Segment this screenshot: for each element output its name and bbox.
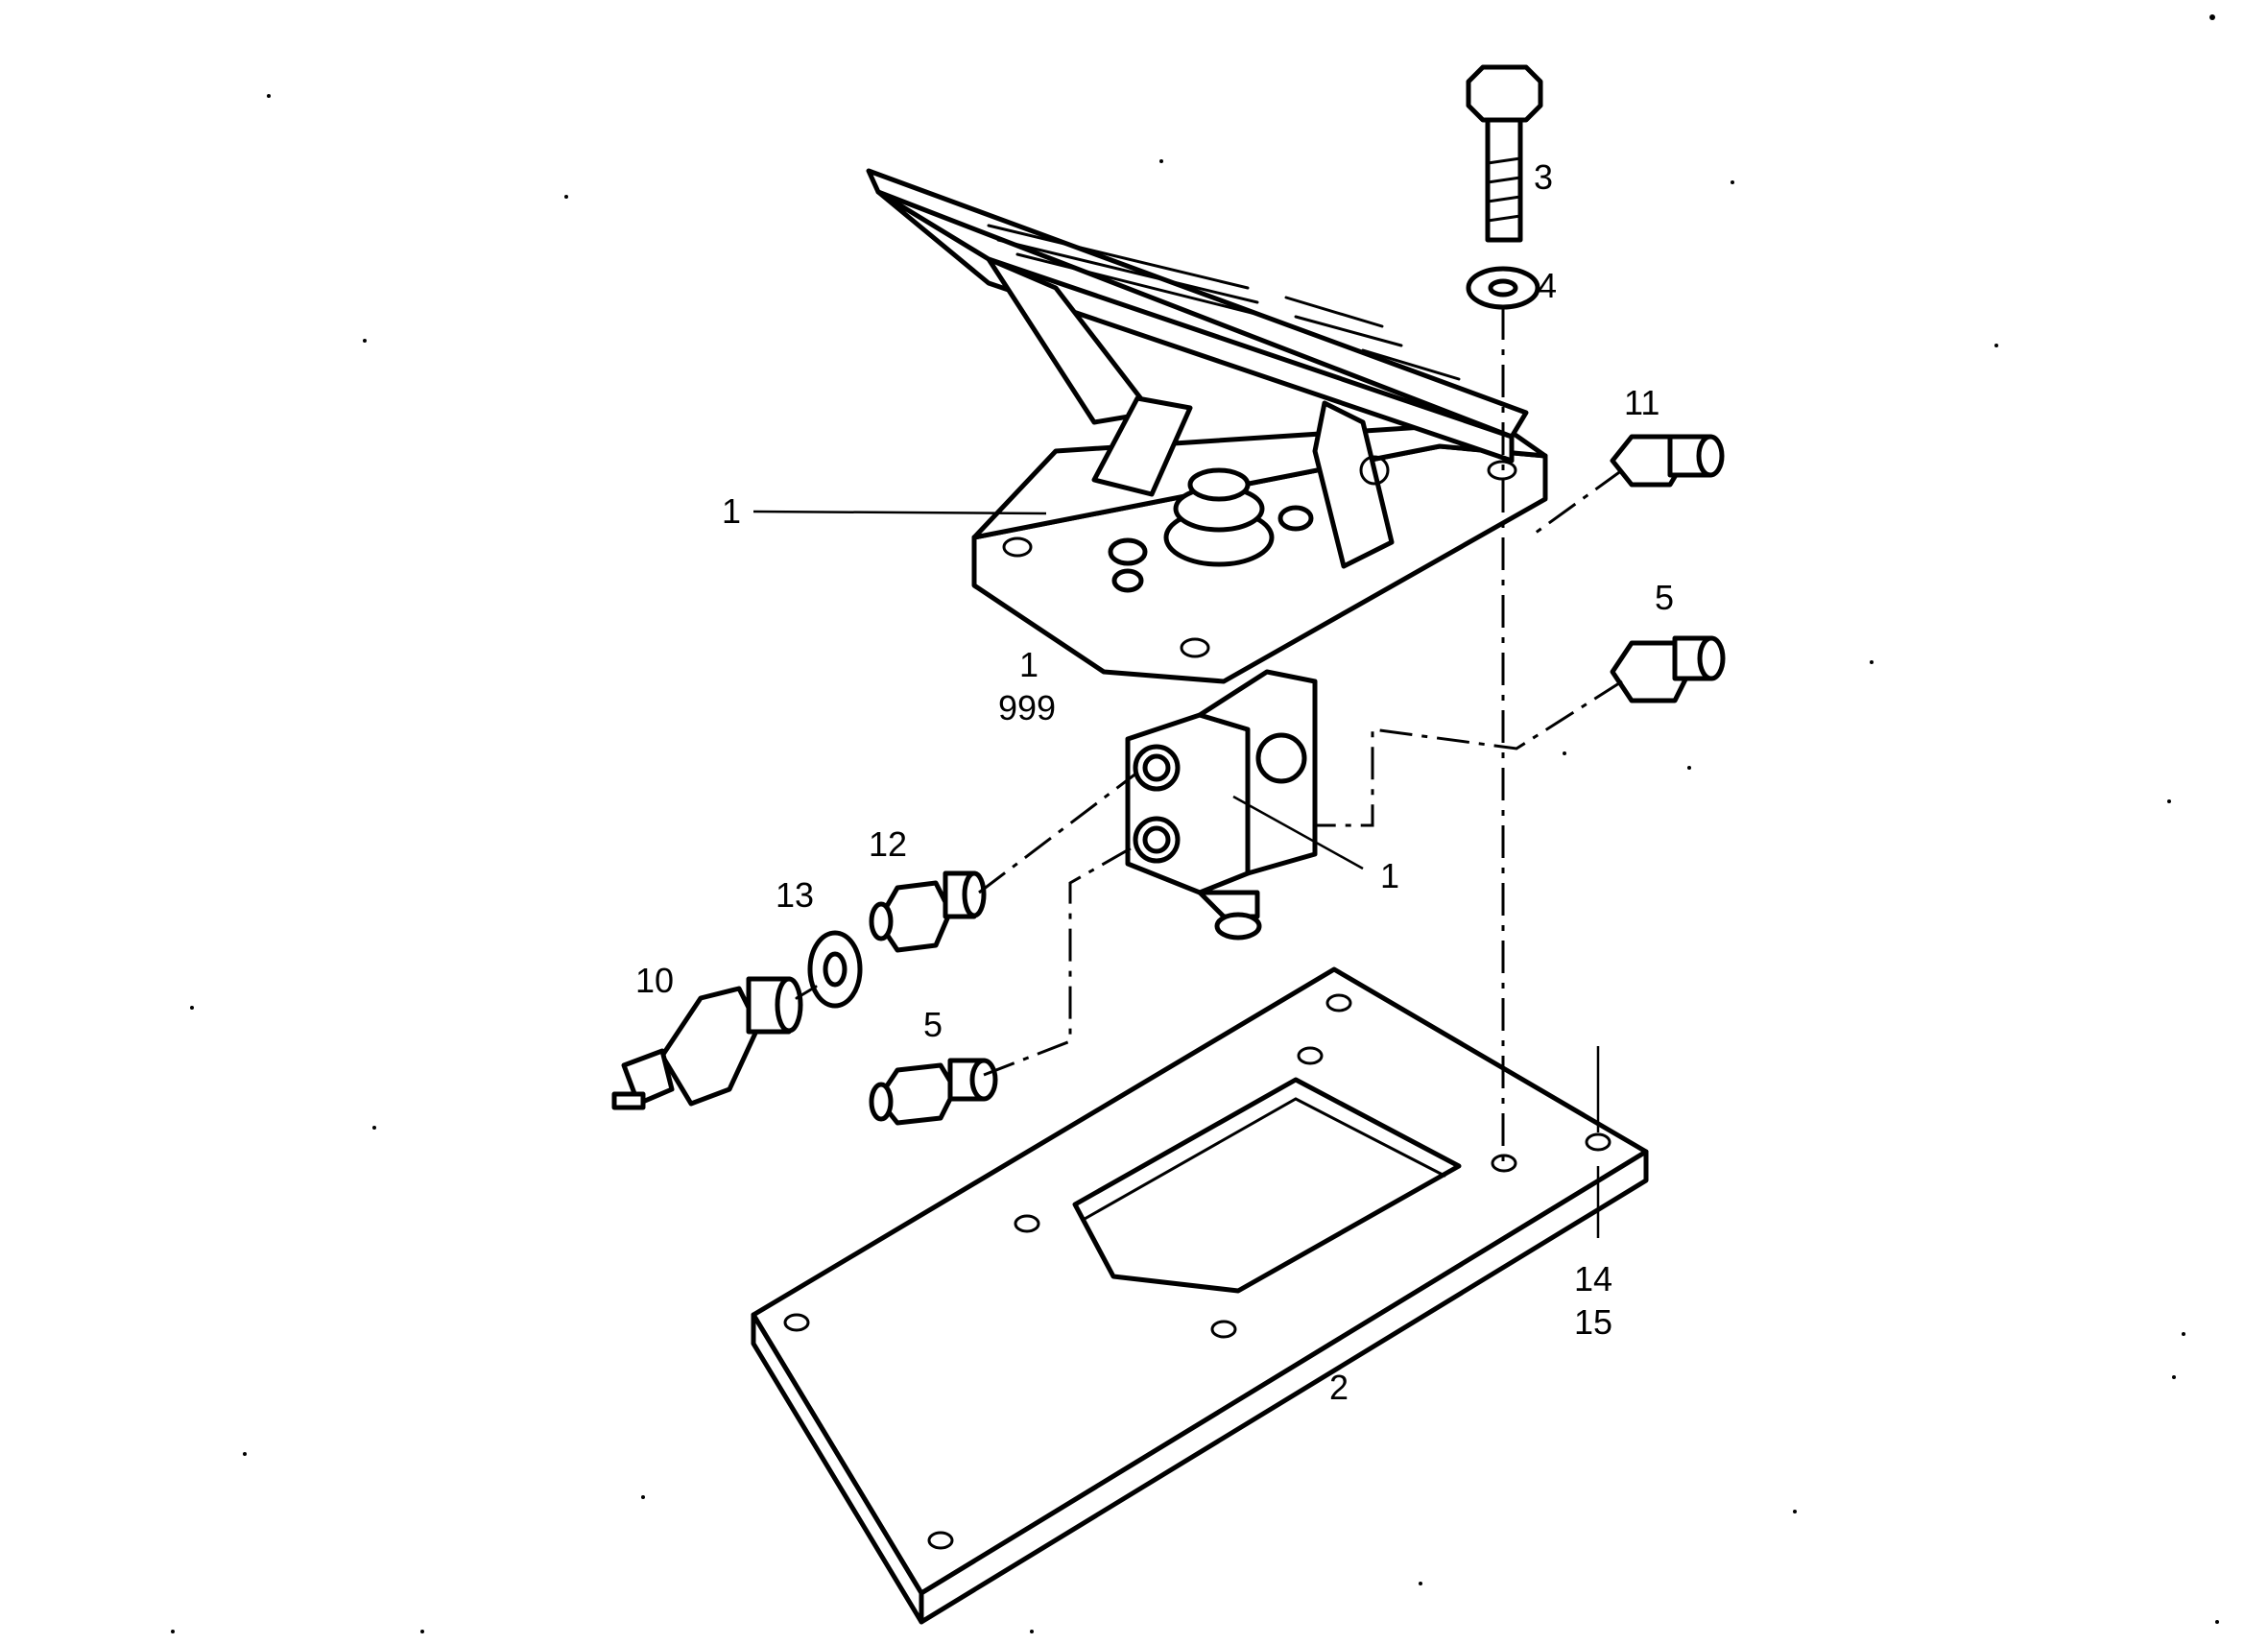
callout-labels: 1 1 999 1 2 3 4 5 5 10 11 12 13 14 15: [635, 157, 1674, 1407]
callout-10: 10: [635, 961, 674, 1000]
bolt: [1466, 64, 1543, 243]
callout-999: 999: [998, 688, 1056, 727]
base-plate: [751, 966, 1649, 1625]
callout-4: 4: [1538, 266, 1557, 305]
callout-14: 14: [1574, 1259, 1612, 1299]
tread-ridges: [987, 224, 1461, 381]
callout-12: 12: [869, 824, 907, 864]
center-lines: [795, 307, 1623, 1238]
callout-1-top: 1: [722, 491, 741, 531]
fitting-5-lower: [869, 1058, 998, 1126]
pedal-hinge: [1091, 395, 1395, 569]
scan-specks: [171, 14, 2219, 1633]
callout-2: 2: [1329, 1368, 1349, 1407]
fitting-11: [1610, 434, 1725, 488]
callout-5-upper: 5: [1655, 578, 1674, 617]
pedal-tread: [866, 168, 1529, 593]
valve-body: [1125, 669, 1318, 941]
callout-5-lower: 5: [923, 1005, 943, 1044]
callout-13: 13: [776, 875, 814, 915]
fitting-12: [869, 870, 987, 953]
pedal-spring: [1163, 467, 1275, 567]
adjust-screw: [1108, 505, 1314, 593]
callout-11: 11: [1624, 383, 1659, 422]
washer: [1466, 266, 1540, 310]
callout-15: 15: [1574, 1302, 1612, 1342]
callout-1-right: 1: [1380, 856, 1399, 895]
leader-lines: [752, 510, 1364, 870]
callout-1-mid: 1: [1019, 645, 1039, 684]
callout-3: 3: [1534, 157, 1553, 197]
base-plate-holes: [783, 993, 1611, 1550]
pressure-switch-10: [611, 976, 803, 1110]
fitting-5-upper: [1610, 635, 1726, 703]
washer-13: [807, 930, 863, 1009]
